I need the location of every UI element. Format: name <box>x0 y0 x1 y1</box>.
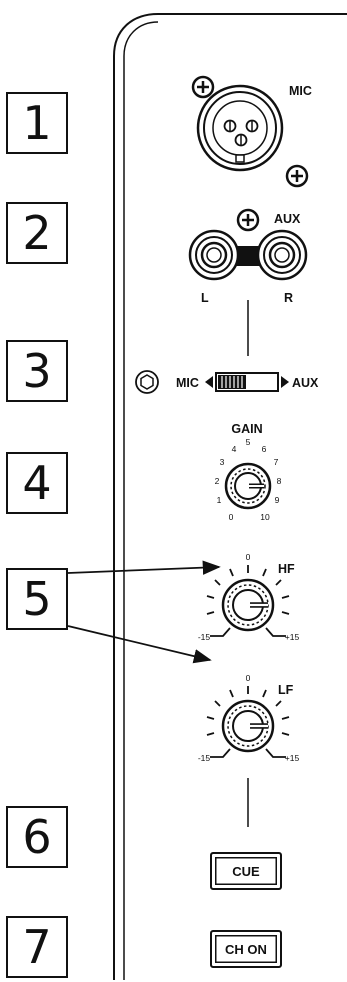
lf-min-label: -15 <box>198 753 211 763</box>
callout-5: 5 <box>6 568 68 630</box>
gain-tick-7: 7 <box>274 457 279 467</box>
rca-jack-left[interactable] <box>188 229 240 281</box>
gain-tick-5: 5 <box>246 437 251 447</box>
callout-3: 3 <box>6 340 68 402</box>
xlr-pin-icon <box>223 119 259 147</box>
arrow-left-icon <box>205 376 213 388</box>
aux-rca-connectors[interactable] <box>188 208 308 281</box>
lf-eq-knob[interactable] <box>221 699 275 753</box>
switch-aux-label: AUX <box>292 376 319 390</box>
gain-tick-4: 4 <box>232 444 237 454</box>
screw-icon <box>236 208 260 232</box>
lf-max-label: +15 <box>285 753 300 763</box>
mic-aux-slide-switch[interactable] <box>215 372 279 392</box>
ch-on-button[interactable]: CH ON <box>210 930 282 968</box>
hf-center-label: 0 <box>246 552 251 562</box>
lf-label: LF <box>278 683 294 697</box>
lf-center-label: 0 <box>246 673 251 683</box>
arrow-right-icon <box>281 376 289 388</box>
switch-mic-label: MIC <box>176 376 199 390</box>
callout-7: 7 <box>6 916 68 978</box>
aux-left-label: L <box>201 291 209 305</box>
gain-tick-2: 2 <box>215 476 220 486</box>
gain-tick-10: 10 <box>260 512 270 522</box>
gain-tick-9: 9 <box>275 495 280 505</box>
hf-min-label: -15 <box>198 632 211 642</box>
gain-tick-8: 8 <box>277 476 282 486</box>
screw-icon <box>191 75 215 99</box>
gain-label: GAIN <box>231 422 262 436</box>
callout-1: 1 <box>6 92 68 154</box>
hf-label: HF <box>278 562 295 576</box>
lf-scale-ticks <box>206 686 290 758</box>
gain-tick-1: 1 <box>217 495 222 505</box>
gain-scale: 0 1 2 3 4 5 6 7 8 9 10 <box>215 437 282 522</box>
gain-tick-3: 3 <box>220 457 225 467</box>
gain-tick-0: 0 <box>229 512 234 522</box>
mic-connector-label: MIC <box>289 84 312 98</box>
gain-tick-6: 6 <box>262 444 267 454</box>
aux-connector-label: AUX <box>274 212 301 226</box>
aux-right-label: R <box>284 291 293 305</box>
callout-6: 6 <box>6 806 68 868</box>
callout-2: 2 <box>6 202 68 264</box>
panel-outline <box>113 13 347 980</box>
hf-eq-knob[interactable] <box>221 578 275 632</box>
rca-jack-right[interactable] <box>256 229 308 281</box>
callout-5-arrows <box>67 560 221 664</box>
led-indicator <box>135 370 159 394</box>
screw-icon <box>285 164 309 188</box>
xlr-mic-connector[interactable] <box>191 75 309 188</box>
hf-max-label: +15 <box>285 632 300 642</box>
callout-4: 4 <box>6 452 68 514</box>
cue-button[interactable]: CUE <box>210 852 282 890</box>
hf-scale-ticks <box>206 565 290 637</box>
gain-knob[interactable] <box>224 462 272 510</box>
